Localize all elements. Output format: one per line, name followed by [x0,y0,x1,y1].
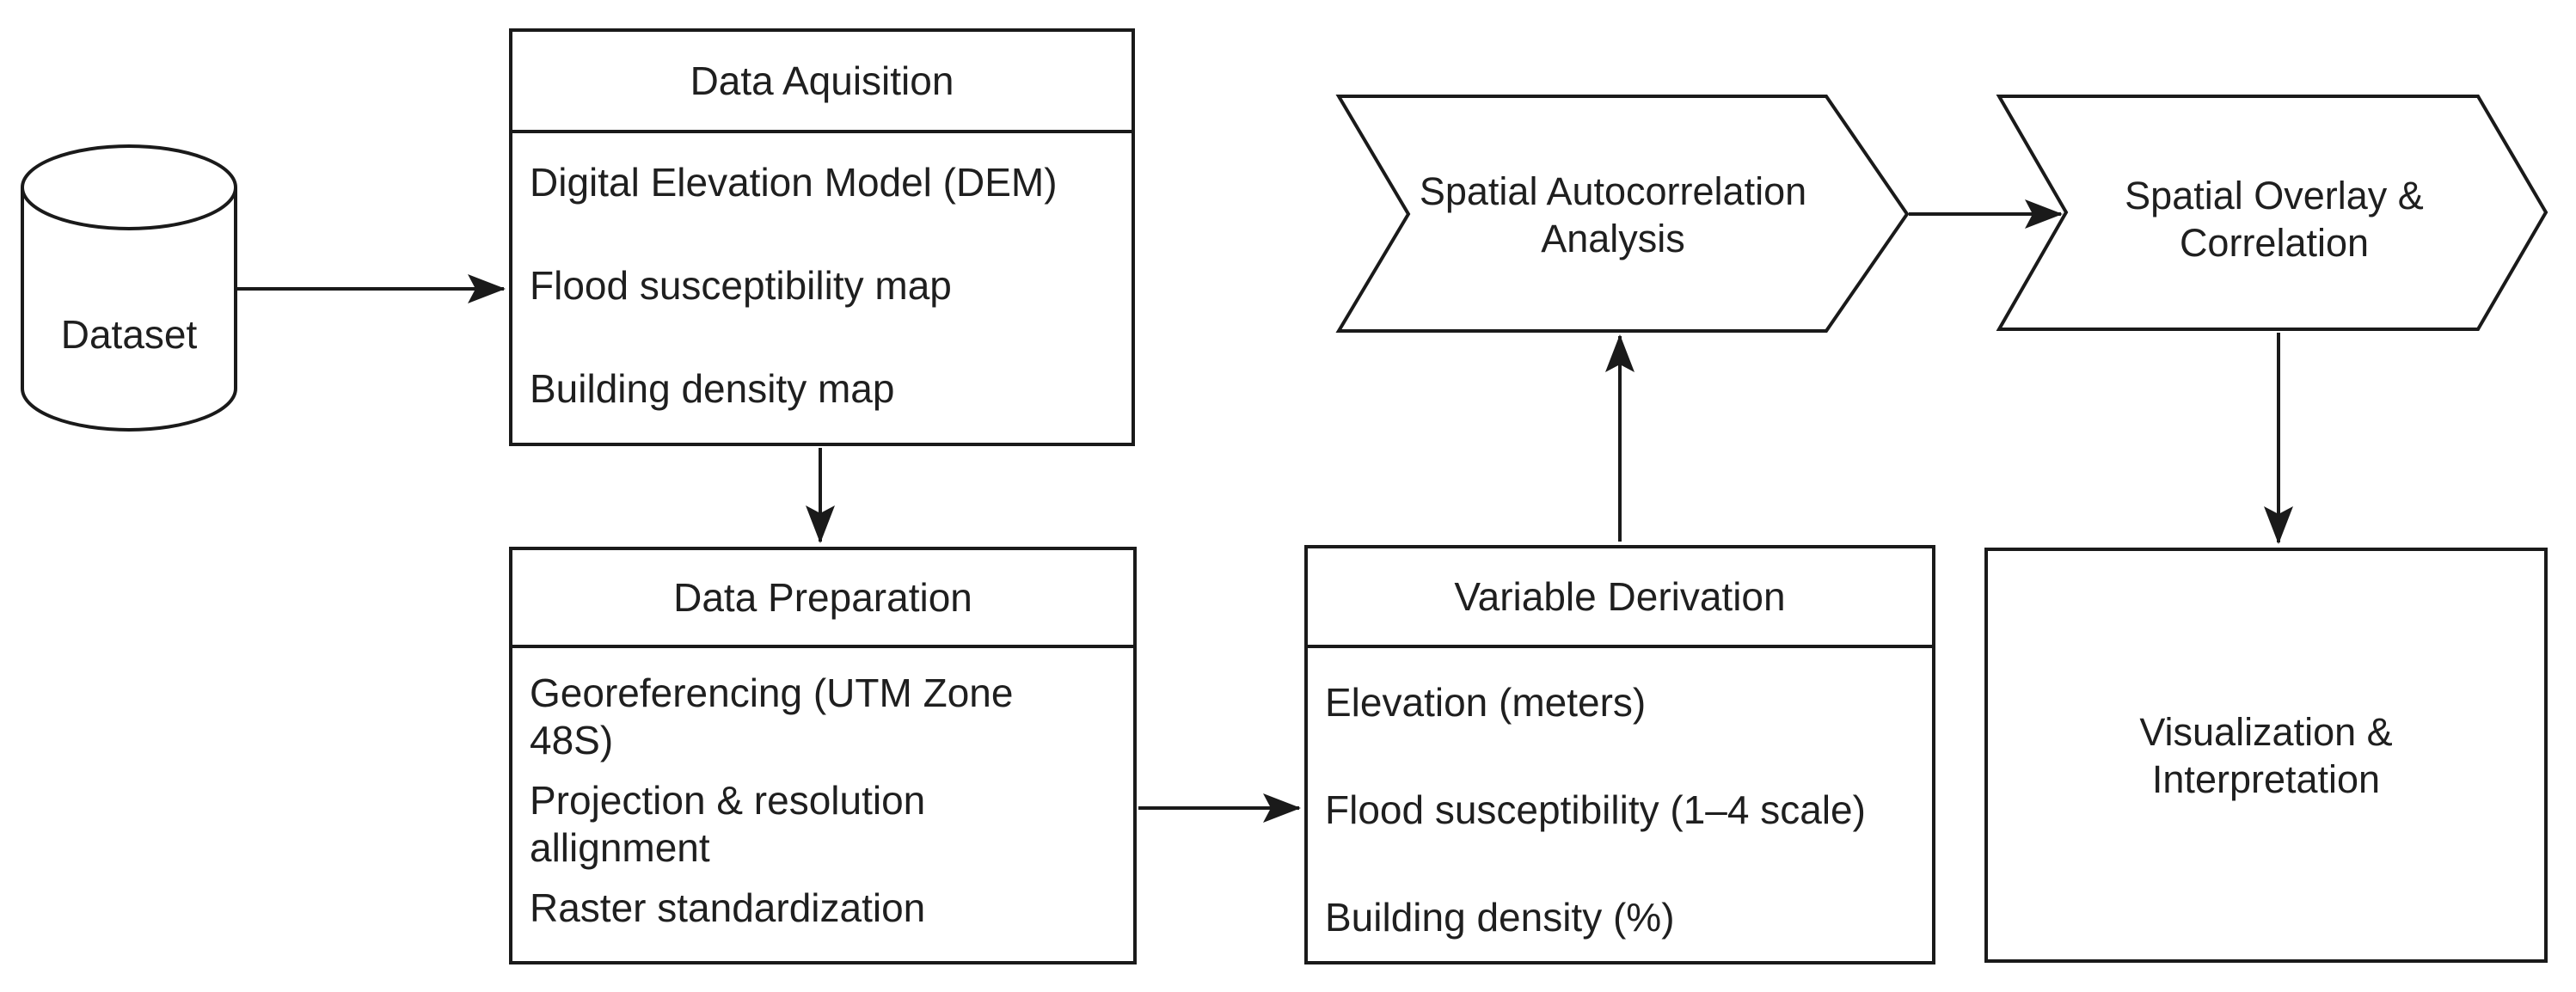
data-acquisition-box: Data Aquisition Digital Elevation Model … [509,28,1135,446]
variable-derivation-item: Elevation (meters) [1325,680,1647,725]
overlay-chevron [1996,95,2548,331]
data-preparation-body: Georeferencing (UTM Zone 48S) Projection… [512,648,1133,932]
variable-derivation-item: Flood susceptibility (1–4 scale) [1325,787,1866,832]
autocorrelation-label: Spatial Autocorrelation Analysis [1419,169,1807,260]
overlay-label: Spatial Overlay & Correlation [2125,174,2424,265]
data-preparation-box: Data Preparation Georeferencing (UTM Zon… [509,547,1137,964]
data-preparation-item: Projection & resolution allignment [530,778,926,870]
variable-derivation-title: Variable Derivation [1308,548,1932,648]
dataset-cylinder [21,187,237,432]
variable-derivation-box: Variable Derivation Elevation (meters) F… [1304,545,1935,964]
variable-derivation-item: Building density (%) [1325,895,1675,940]
visualization-label: Visualization & Interpretation [2139,709,2393,801]
data-acquisition-body: Digital Elevation Model (DEM) Flood susc… [512,133,1132,413]
data-acquisition-item: Flood susceptibility map [530,263,952,308]
data-preparation-item: Georeferencing (UTM Zone 48S) [530,671,1014,762]
visualization-box: Visualization & Interpretation [1984,548,2548,963]
data-acquisition-title: Data Aquisition [512,32,1132,133]
dataset-cylinder-top [21,144,237,230]
data-preparation-item: Raster standardization [530,885,926,930]
data-acquisition-item: Building density map [530,366,895,411]
data-preparation-title: Data Preparation [512,550,1133,648]
variable-derivation-body: Elevation (meters) Flood susceptibility … [1308,648,1932,941]
dataset-label: Dataset [60,312,198,357]
data-acquisition-item: Digital Elevation Model (DEM) [530,160,1058,205]
autocorrelation-chevron [1335,95,1910,333]
